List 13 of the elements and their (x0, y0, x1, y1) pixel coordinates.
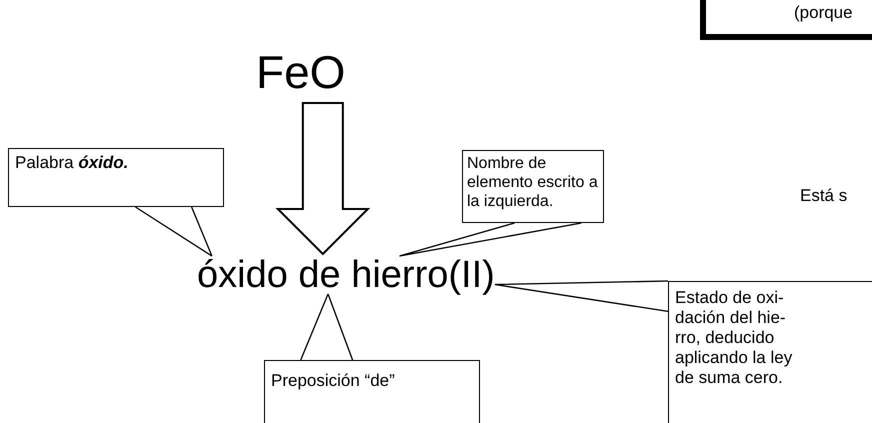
callout-tail (494, 280, 669, 312)
callout-tail (134, 206, 213, 257)
note-box: (porque (700, 0, 872, 40)
note-text: Está s (800, 186, 848, 206)
callout-box: Estado de oxi- dación del hie- rro, deducido aplicando la ley de suma cero. (668, 281, 872, 423)
callout-box: Preposición “de” (264, 360, 480, 423)
callout-tail (398, 222, 582, 257)
compound-name: óxido de hierro(II) (197, 256, 495, 294)
hollow-block-arrow (275, 102, 370, 256)
formula-text: FeO (256, 44, 348, 100)
callout-box: Nombre de elemento escrito a la izquierda. (462, 150, 604, 223)
callout-box: Palabra óxido. (8, 148, 224, 207)
callout-tail (300, 293, 354, 361)
